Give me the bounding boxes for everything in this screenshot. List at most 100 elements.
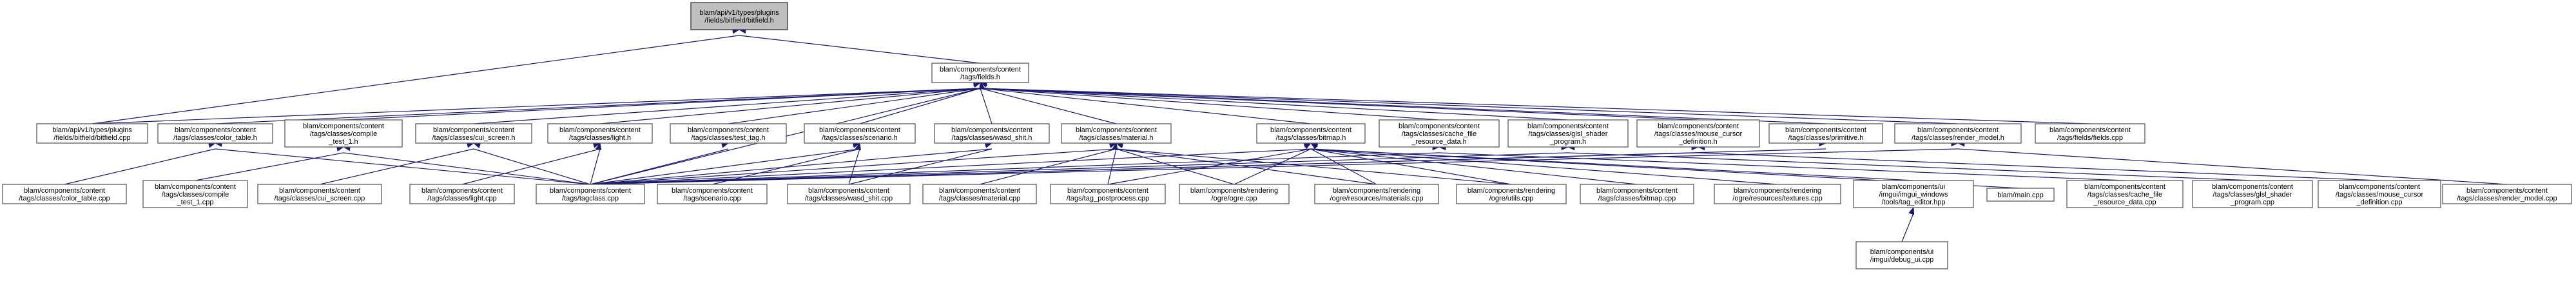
node-box (1379, 119, 1500, 148)
node-tag-editor-hpp[interactable]: blam/components/ui/imgui/imgui_windows/t… (1853, 180, 1974, 208)
node-box (690, 2, 788, 30)
node-compile-test-h[interactable]: blam/components/content/tags/classes/com… (284, 119, 403, 148)
node-wasd-shit-cpp[interactable]: blam/components/content/tags/classes/was… (787, 184, 911, 204)
node-tagclass-cpp[interactable]: blam/components/content/tags/tagclass.cp… (536, 184, 645, 204)
node-box (2318, 180, 2441, 208)
edge-cache_file_h-to-fields_h (980, 88, 1440, 121)
node-debug-ui-cpp[interactable]: blam/components/ui/imgui/debug_ui.cpp (1855, 241, 1948, 269)
node-box (787, 184, 911, 204)
node-material-h[interactable]: blam/components/content/tags/classes/mat… (1061, 123, 1172, 144)
node-bitfield-cpp[interactable]: blam/api/v1/types/plugins/fields/bitfiel… (36, 123, 148, 144)
node-cui-screen-h[interactable]: blam/components/content/tags/classes/cui… (415, 123, 532, 144)
node-color-table-cpp[interactable]: blam/components/content/tags/classes/col… (2, 184, 127, 204)
node-label-line: _resource_data.cpp (2093, 199, 2156, 206)
node-label-line: blam/components/content (175, 126, 256, 134)
edge-tagclass_cpp-to-material_h (590, 148, 1117, 185)
node-light-cpp[interactable]: blam/components/content/tags/classes/lig… (409, 184, 515, 204)
edge-tagclass_cpp-to-cache_file_h (590, 152, 1440, 185)
node-mouse-cursor-h[interactable]: blam/components/content/tags/classes/mou… (1636, 119, 1760, 148)
node-glsl-shader-h[interactable]: blam/components/content/tags/classes/gls… (1507, 119, 1629, 148)
node-label-line: /tags/fields.h (960, 73, 1000, 81)
edge-mouse_cursor_cpp-to-mouse_cursor_h (1698, 152, 2380, 181)
node-ogre-cpp[interactable]: blam/components/rendering/ogre/ogre.cpp (1179, 184, 1290, 204)
node-box (142, 180, 248, 208)
node-bitmap-h[interactable]: blam/components/content/tags/classes/bit… (1256, 123, 1366, 144)
node-label-line: blam/components/content (688, 126, 769, 134)
node-box (2066, 180, 2184, 208)
node-label-line: blam/components/content (433, 126, 514, 134)
node-compile-test-cpp[interactable]: blam/components/content/tags/classes/com… (142, 180, 248, 208)
node-bitmap-cpp[interactable]: blam/components/content/tags/classes/bit… (1580, 184, 1694, 204)
node-box (284, 119, 403, 148)
node-box (670, 123, 787, 144)
node-label-line: /tags/classes/wasd_shit.h (952, 134, 1032, 142)
node-cui-screen-cpp[interactable]: blam/components/content/tags/classes/cui… (257, 184, 382, 204)
edge-render_model_h-to-fields_h (980, 88, 1959, 124)
node-cache-file-h[interactable]: blam/components/content/tags/classes/cac… (1379, 119, 1500, 148)
node-label-line: /imgui/debug_ui.cpp (1870, 256, 1933, 264)
node-box (922, 184, 1037, 204)
edge-fields_cpp-to-fields_h (980, 88, 2091, 124)
node-fields-cpp[interactable]: blam/components/content/tags/fields/fiel… (2035, 123, 2145, 144)
node-label-line: blam/components/content (2339, 183, 2420, 191)
arrowhead-tag_editor_hpp (1908, 206, 1915, 215)
node-fields-h[interactable]: blam/components/content/tags/fields.h (931, 63, 1029, 83)
node-box (1314, 184, 1439, 204)
node-box (547, 123, 653, 144)
node-light-h[interactable]: blam/components/content/tags/classes/lig… (547, 123, 653, 144)
node-tag-postprocess-cpp[interactable]: blam/components/content/tags/tag_postpro… (1050, 184, 1166, 204)
nodes-layer: blam/api/v1/types/plugins/fields/bitfiel… (2, 2, 2572, 269)
edge-wasd_shit_cpp-to-wasd_shit_h (848, 148, 993, 185)
node-box (1855, 241, 1948, 269)
node-box (2035, 123, 2145, 144)
node-label-line: /tags/classes/glsl_shader (1529, 130, 1608, 138)
node-cache-file-cpp[interactable]: blam/components/content/tags/classes/cac… (2066, 180, 2184, 208)
node-label-line: /tags/classes/mouse_cursor (2336, 191, 2424, 199)
node-label-line: /tags/classes/mouse_cursor (1654, 130, 1743, 138)
node-box (1636, 119, 1760, 148)
node-label-line: blam/components/content (951, 126, 1032, 134)
node-label-line: /tags/classes/bitmap.cpp (1598, 195, 1676, 202)
edge-bitmap_h-to-fields_h (980, 88, 1312, 124)
node-ogre-textures-cpp[interactable]: blam/components/rendering/ogre/resources… (1714, 184, 1841, 204)
node-scenario-h[interactable]: blam/components/content/tags/classes/sce… (804, 123, 916, 144)
edge-light_h-to-fields_h (599, 88, 981, 124)
edge-ogre_textures_cpp-to-bitmap_h (1310, 148, 1778, 185)
node-label-line: /tags/classes/bitmap.h (1276, 134, 1346, 142)
node-ogre-utils-cpp[interactable]: blam/components/rendering/ogre/utils.cpp (1456, 184, 1567, 204)
node-label-line: /tags/classes/light.h (569, 134, 631, 142)
edge-debug_ui_cpp-to-tag_editor_hpp (1901, 213, 1914, 242)
node-label-line: /fields/bitfield/bitfield.h (704, 17, 774, 24)
node-mouse-cursor-cpp[interactable]: blam/components/content/tags/classes/mou… (2318, 180, 2441, 208)
node-wasd-shit-h[interactable]: blam/components/content/tags/classes/was… (934, 123, 1050, 144)
node-primitive-h[interactable]: blam/components/content/tags/classes/pri… (1768, 123, 1883, 144)
node-bitfield-h[interactable]: blam/api/v1/types/plugins/fields/bitfiel… (690, 2, 788, 30)
node-main-cpp[interactable]: blam/main.cpp (1986, 188, 2055, 202)
node-material-cpp[interactable]: blam/components/content/tags/classes/mat… (922, 184, 1037, 204)
node-box (415, 123, 532, 144)
node-label-line: blam/components/content (808, 187, 889, 195)
node-test-tag-h[interactable]: blam/components/content/tags/classes/tes… (670, 123, 787, 144)
node-label-line: blam/components/content (1596, 187, 1678, 195)
arrowhead-bitmap_h (1303, 142, 1312, 150)
node-box (2442, 184, 2572, 204)
node-glsl-shader-cpp[interactable]: blam/components/content/tags/classes/gls… (2192, 180, 2313, 208)
node-label-line: /tags/classes/render_model.h (1912, 134, 2004, 142)
node-box (1714, 184, 1841, 204)
node-label-line: blam/components/content (1067, 187, 1148, 195)
edge-tagclass_cpp-to-scenario_h (590, 148, 860, 185)
node-label-line: /tags/scenario.cpp (683, 195, 741, 202)
node-label-line: /imgui/imgui_windows (1879, 191, 1948, 199)
node-scenario-cpp[interactable]: blam/components/content/tags/scenario.cp… (657, 184, 768, 204)
node-render-model-cpp[interactable]: blam/components/content/tags/classes/ren… (2442, 184, 2572, 204)
node-render-model-h[interactable]: blam/components/content/tags/classes/ren… (1894, 123, 2022, 144)
node-color-table-h[interactable]: blam/components/content/tags/classes/col… (157, 123, 273, 144)
node-label-line: /ogre/ogre.cpp (1212, 195, 1257, 202)
node-label-line: blam/components/content (1076, 126, 1157, 134)
node-ogre-materials-cpp[interactable]: blam/components/rendering/ogre/resources… (1314, 184, 1439, 204)
node-label-line: /tags/classes/light.cpp (427, 195, 497, 202)
edge-primitive_h-to-fields_h (980, 88, 1826, 124)
edge-scenario_h-to-fields_h (859, 88, 981, 124)
node-box (1456, 184, 1567, 204)
node-label-line: blam/components/content (559, 126, 641, 134)
